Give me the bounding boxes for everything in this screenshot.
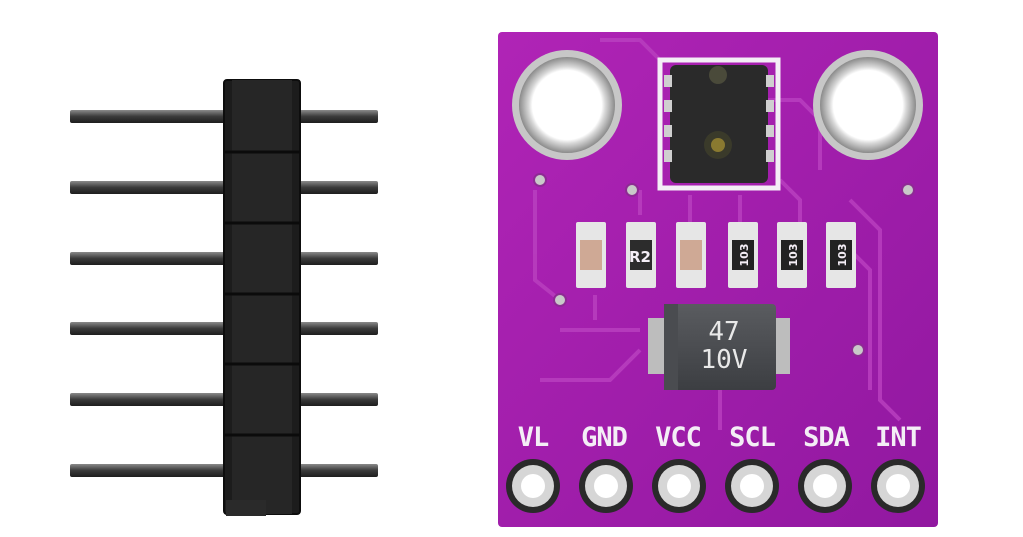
sensor-chip — [657, 57, 781, 191]
vias — [533, 173, 915, 357]
passive-components — [576, 222, 856, 288]
smd-marking: 103 — [787, 244, 800, 267]
resistor — [728, 222, 758, 288]
header-plastic-body — [223, 79, 301, 516]
sensor-board: R2 103 103 103 47 10V VL GND VCC SCL SDA… — [498, 32, 938, 527]
capacitor-voltage: 10V — [701, 345, 748, 375]
resistor — [777, 222, 807, 288]
pin-label-vl: VL — [518, 422, 549, 453]
pin-label-sda: SDA — [803, 422, 850, 453]
capacitor-small — [676, 222, 706, 288]
pin-label-scl: SCL — [729, 422, 776, 453]
resistor-label: R2 — [629, 248, 651, 266]
pcb — [498, 32, 938, 527]
pin-label-int: INT — [875, 422, 922, 453]
solder-pad — [871, 459, 925, 513]
solder-pads — [506, 459, 925, 513]
solder-pad — [506, 459, 560, 513]
mounting-hole-left — [512, 50, 622, 160]
solder-pad — [579, 459, 633, 513]
resistor — [826, 222, 856, 288]
capacitor-value: 47 — [708, 317, 739, 347]
solder-pad — [725, 459, 779, 513]
smd-marking: 103 — [836, 244, 849, 267]
mounting-hole-right — [813, 50, 923, 160]
resistor-r2 — [626, 222, 656, 288]
tantalum-capacitor: 47 10V — [648, 304, 790, 390]
pin-label-gnd: GND — [581, 422, 628, 453]
pin-labels: VL GND VCC SCL SDA INT — [518, 422, 923, 453]
solder-pad — [798, 459, 852, 513]
pin-label-vcc: VCC — [655, 422, 701, 453]
solder-pad — [652, 459, 706, 513]
pin-header — [70, 79, 378, 516]
capacitor-small — [576, 222, 606, 288]
smd-marking: 103 — [738, 244, 751, 267]
